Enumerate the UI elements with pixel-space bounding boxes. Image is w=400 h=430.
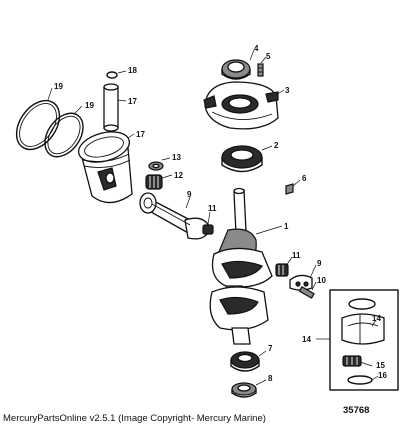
woodruff-key[interactable] <box>285 183 294 195</box>
callout-9a: 9 <box>187 190 192 199</box>
dowel-pin-top[interactable] <box>257 63 264 77</box>
callout-18: 18 <box>128 66 137 75</box>
callout-2: 2 <box>274 141 279 150</box>
callout-6: 6 <box>302 174 307 183</box>
rod-bearing-lower[interactable] <box>275 263 289 277</box>
diagram-number: 35768 <box>343 405 370 416</box>
leader-lines <box>47 49 379 386</box>
lower-ball-bearing[interactable] <box>230 351 260 372</box>
callout-19a: 19 <box>54 82 63 91</box>
callout-11a: 11 <box>208 204 217 213</box>
lower-oil-seal[interactable] <box>231 382 257 398</box>
connecting-rod[interactable] <box>139 192 211 240</box>
piston-ring-lower[interactable] <box>37 106 91 164</box>
callout-5: 5 <box>266 52 271 61</box>
callout-19b: 19 <box>85 101 94 110</box>
copyright-footer: MercuryPartsOnline v2.5.1 (Image Copyrig… <box>3 413 266 424</box>
piston[interactable] <box>75 127 133 204</box>
callout-14: 14 <box>302 335 311 344</box>
upper-end-cap[interactable] <box>203 81 279 130</box>
top-oil-seal[interactable] <box>221 59 251 80</box>
rod-cap-bolt[interactable] <box>298 285 315 299</box>
callout-7: 7 <box>268 344 273 353</box>
callout-13: 13 <box>172 153 181 162</box>
rod-cap[interactable] <box>289 274 313 291</box>
retaining-ring-upper[interactable] <box>348 298 376 310</box>
piston-ring-upper[interactable] <box>8 93 68 158</box>
callout-1: 1 <box>284 222 289 231</box>
callout-labels: 19 19 18 17 17 13 12 9 11 4 5 3 2 6 1 11… <box>54 44 387 383</box>
retaining-ring-lower[interactable] <box>347 375 373 385</box>
callout-11b: 11 <box>292 251 301 260</box>
needle-rollers[interactable] <box>342 355 362 367</box>
callout-12: 12 <box>174 171 183 180</box>
callout-15: 15 <box>376 361 385 370</box>
rod-bearing-upper[interactable] <box>202 224 214 235</box>
needle-bearing-small[interactable] <box>145 174 163 190</box>
callout-9b: 9 <box>317 259 322 268</box>
callout-10: 10 <box>317 276 326 285</box>
callout-4: 4 <box>254 44 259 53</box>
outer-race-halves[interactable] <box>341 313 385 345</box>
thrust-washer[interactable] <box>148 161 164 171</box>
upper-ball-bearing[interactable] <box>221 145 263 173</box>
piston-pin-retainer[interactable] <box>106 71 118 79</box>
callout-14b: 14 <box>372 314 381 323</box>
crankshaft[interactable] <box>209 187 273 345</box>
bearing-kit-box <box>329 289 399 391</box>
callout-8: 8 <box>268 374 273 383</box>
callout-3: 3 <box>285 86 290 95</box>
piston-pin[interactable] <box>103 83 119 132</box>
callout-16: 16 <box>378 371 387 380</box>
callout-17b: 17 <box>136 130 145 139</box>
callout-17a: 17 <box>128 97 137 106</box>
